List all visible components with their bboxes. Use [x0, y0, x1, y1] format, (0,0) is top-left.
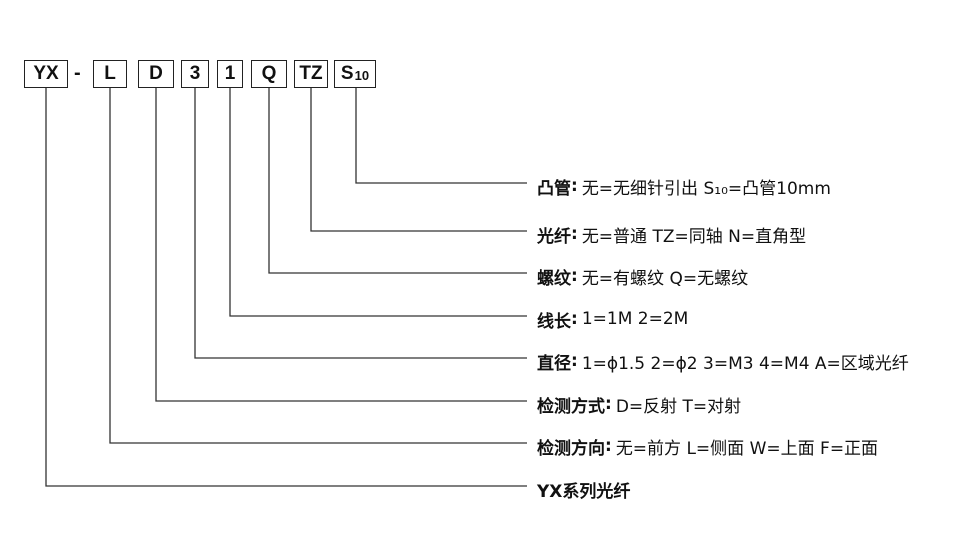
legend-desc: 1=ϕ1.5 2=ϕ2 3=M3 4=M4 A=区域光纤	[581, 353, 909, 374]
legend-row-diameter: 直径: 1=ϕ1.5 2=ϕ2 3=M3 4=M4 A=区域光纤	[537, 349, 909, 374]
connector-cable-length	[229, 88, 527, 317]
code-box-l-text: L	[104, 63, 116, 84]
legend-label: 检测方向	[537, 438, 605, 459]
legend-row-detection-direction: 检测方向: 无=前方 L=侧面 W=上面 F=正面	[537, 434, 879, 459]
legend-label: 线长	[537, 311, 571, 332]
code-box-q: Q	[251, 60, 287, 88]
code-box-d: D	[138, 60, 174, 88]
code-box-tz-text: TZ	[299, 63, 323, 84]
legend-desc: 无=有螺纹 Q=无螺纹	[581, 268, 749, 289]
legend-desc: D=反射 T=对射	[615, 396, 742, 417]
code-separator: -	[74, 62, 81, 84]
legend-label: YX系列光纤	[537, 481, 631, 502]
connector-detection-direction	[109, 88, 527, 444]
code-box-3-text: 3	[189, 63, 201, 84]
code-box-1: 1	[217, 60, 243, 88]
legend-row-protrusion: 凸管: 无=无细针引出 S₁₀=凸管10mm	[537, 174, 831, 199]
legend-label: 螺纹	[537, 268, 571, 289]
code-box-d-text: D	[149, 63, 163, 84]
legend-label: 直径	[537, 353, 571, 374]
connector-series	[45, 88, 527, 487]
code-box-1-text: 1	[224, 63, 236, 84]
legend-desc: 1=1M 2=2M	[581, 309, 689, 329]
connector-detection-mode	[155, 88, 527, 402]
code-box-q-text: Q	[261, 63, 277, 84]
connector-thread	[268, 88, 527, 274]
legend-label: 光纤	[537, 226, 571, 247]
legend-desc: 无=普通 TZ=同轴 N=直角型	[581, 226, 807, 247]
legend-row-series: YX系列光纤	[537, 477, 631, 502]
legend-row-cable-length: 线长: 1=1M 2=2M	[537, 307, 689, 332]
code-box-3: 3	[181, 60, 209, 88]
code-box-l: L	[93, 60, 127, 88]
connector-diameter	[194, 88, 527, 359]
code-box-yx: YX	[24, 60, 68, 88]
legend-label: 凸管	[537, 178, 571, 199]
legend-row-fiber: 光纤: 无=普通 TZ=同轴 N=直角型	[537, 222, 807, 247]
legend-row-thread: 螺纹: 无=有螺纹 Q=无螺纹	[537, 264, 749, 289]
legend-desc: 无=无细针引出 S₁₀=凸管10mm	[581, 178, 831, 199]
code-box-s10-subscript: 10	[354, 68, 370, 83]
connector-protrusion	[355, 88, 527, 184]
legend-label: 检测方式	[537, 396, 605, 417]
legend-row-detection-mode: 检测方式: D=反射 T=对射	[537, 392, 742, 417]
legend-desc: 无=前方 L=侧面 W=上面 F=正面	[615, 438, 879, 459]
code-box-yx-text: YX	[33, 63, 59, 84]
code-box-tz: TZ	[294, 60, 328, 88]
code-box-s10-text: S	[340, 63, 354, 84]
connector-fiber	[310, 88, 527, 232]
